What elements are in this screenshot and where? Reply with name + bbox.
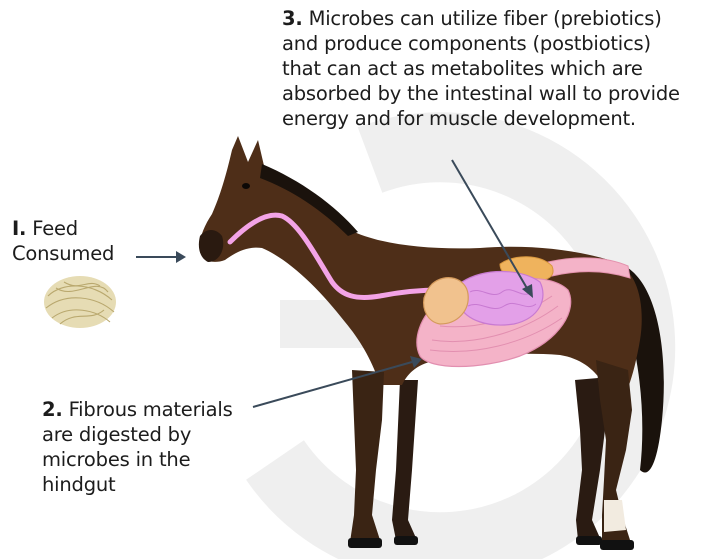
hay-feed-icon bbox=[44, 276, 116, 328]
horse-hoof-1 bbox=[348, 538, 382, 548]
label-microbes-number: 3. bbox=[282, 7, 303, 30]
label-microbes-line-2: and produce components (postbiotics) bbox=[282, 31, 680, 56]
label-microbes-metabolites: 3. Microbes can utilize fiber (prebiotic… bbox=[282, 6, 680, 131]
label-hindgut-line-4: hindgut bbox=[42, 472, 233, 497]
label-hindgut-line-3: microbes in the bbox=[42, 447, 233, 472]
label-microbes-line-5: energy and for muscle development. bbox=[282, 106, 680, 131]
label-microbes-line-4: absorbed by the intestinal wall to provi… bbox=[282, 81, 680, 106]
label-hindgut-number: 2. bbox=[42, 398, 63, 421]
horse-hoof-2 bbox=[394, 536, 418, 545]
label-feed-line-2: Consumed bbox=[12, 241, 114, 266]
horse-hoof-4 bbox=[600, 540, 634, 550]
small-intestine bbox=[457, 272, 543, 326]
label-microbes-line-1: Microbes can utilize fiber (prebiotics) bbox=[309, 7, 662, 30]
label-hindgut-line-2: are digested by bbox=[42, 422, 233, 447]
arrow-feed-head bbox=[176, 251, 186, 263]
horse-eye bbox=[242, 183, 250, 189]
label-microbes-line-3: that can act as metabolites which are bbox=[282, 56, 680, 81]
horse-white-sock bbox=[604, 500, 626, 532]
label-hindgut-line-1: Fibrous materials bbox=[69, 398, 233, 421]
label-feed-line-1: Feed bbox=[32, 217, 78, 240]
label-feed-number: I. bbox=[12, 217, 26, 240]
label-feed-consumed: I. Feed Consumed bbox=[12, 216, 114, 266]
label-hindgut-digestion: 2. Fibrous materials are digested by mic… bbox=[42, 397, 233, 497]
horse-hoof-3 bbox=[576, 536, 602, 545]
